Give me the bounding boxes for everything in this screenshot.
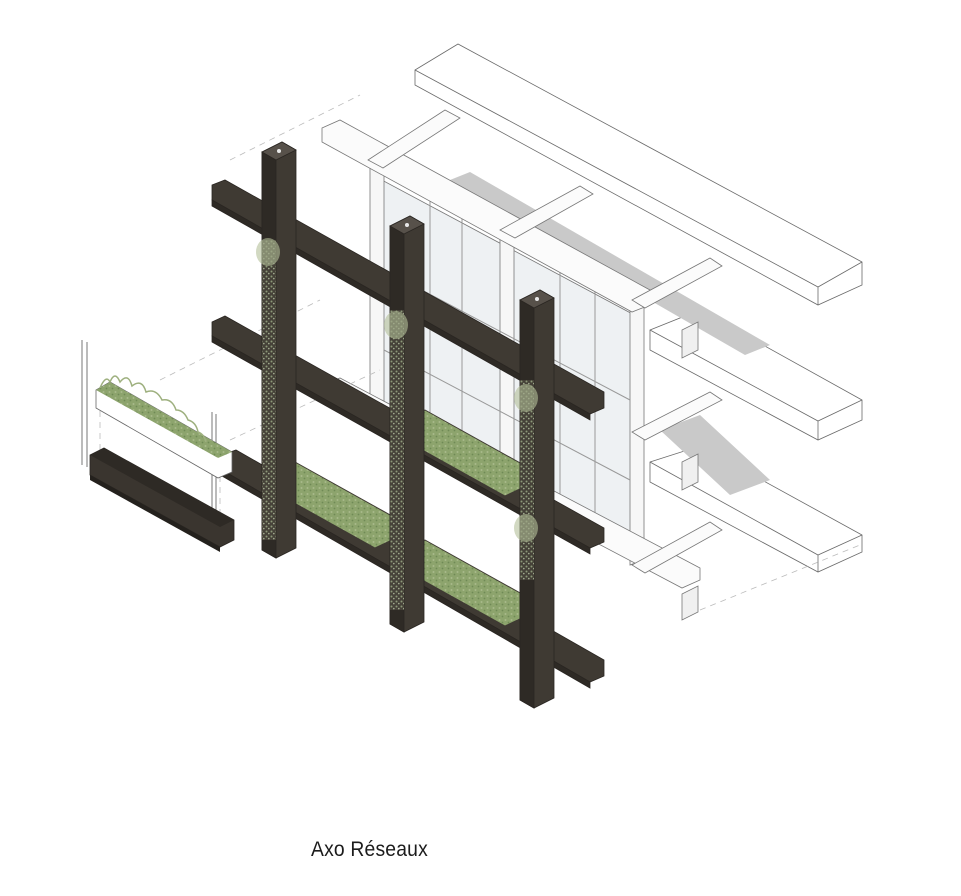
climbing-vines bbox=[256, 238, 538, 610]
steel-grid bbox=[211, 141, 605, 709]
slab-top bbox=[414, 43, 863, 306]
diagram-caption: Axo Réseaux bbox=[311, 838, 428, 861]
exploded-planter bbox=[81, 340, 235, 552]
planters-in-grid bbox=[277, 409, 523, 627]
